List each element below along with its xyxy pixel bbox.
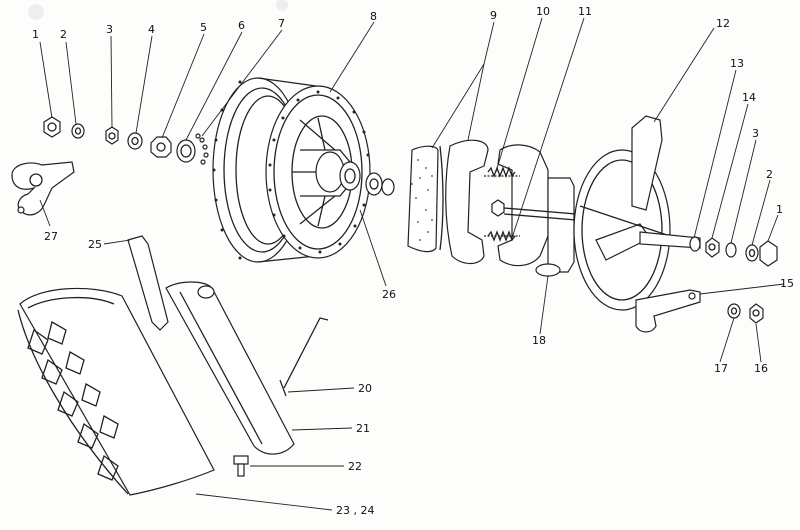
part-ball-bearings-7	[195, 133, 209, 165]
callout-8: 8	[370, 10, 377, 23]
callout-12: 12	[716, 17, 730, 30]
callout-4: 4	[148, 23, 155, 36]
part-bearing-cone-5	[150, 136, 172, 158]
callout-22: 22	[348, 460, 362, 473]
callout-6: 6	[238, 19, 245, 32]
part-washer-3-right	[725, 242, 737, 258]
callout-1-left: 1	[32, 28, 39, 41]
callout-18: 18	[532, 334, 546, 347]
callout-15: 15	[780, 277, 794, 290]
part-nipple-22	[233, 455, 249, 477]
part-cam-18	[503, 177, 601, 277]
callout-1-right: 1	[776, 203, 783, 216]
callout-23-24: 23 , 24	[336, 504, 374, 517]
part-nut-1-right	[759, 240, 778, 267]
part-lever-15	[635, 289, 701, 333]
callout-17: 17	[714, 362, 728, 375]
callout-9: 9	[490, 9, 497, 22]
part-brake-plate-12	[573, 115, 701, 311]
scan-mark	[28, 4, 44, 20]
part-nut-16	[749, 303, 764, 324]
callout-10: 10	[536, 5, 550, 18]
callout-27: 27	[44, 230, 58, 243]
part-nut-1	[43, 116, 61, 138]
callout-2-right: 2	[766, 168, 773, 181]
part-brake-arm-27	[11, 161, 75, 216]
callout-16: 16	[754, 362, 768, 375]
part-spoke-20	[279, 317, 329, 397]
part-washer-17	[727, 303, 741, 319]
callout-2-left: 2	[60, 28, 67, 41]
callout-21: 21	[356, 422, 370, 435]
part-rim-21	[165, 281, 295, 455]
part-bearing-ring-6	[176, 139, 196, 163]
part-tire-23-24	[17, 287, 215, 496]
part-spacer-13	[689, 236, 701, 252]
callout-3-right: 3	[752, 127, 759, 140]
part-spring-10	[487, 166, 516, 178]
part-washer-2-right	[745, 244, 759, 262]
callout-13: 13	[730, 57, 744, 70]
callout-11: 11	[578, 5, 592, 18]
part-spacer-26	[365, 172, 395, 196]
callout-14: 14	[742, 91, 756, 104]
part-spring-11	[487, 230, 516, 242]
scan-mark	[276, 0, 288, 11]
part-cone-4	[127, 132, 143, 150]
callout-7: 7	[278, 17, 285, 30]
leader-lines	[39, 17, 785, 511]
callout-5: 5	[200, 21, 207, 34]
callout-3-left: 3	[106, 23, 113, 36]
callout-25: 25	[88, 238, 102, 251]
callout-20: 20	[358, 382, 372, 395]
part-brake-shoes	[445, 139, 549, 267]
part-nut-14	[705, 237, 720, 258]
part-wheel-hub-8	[212, 77, 371, 263]
part-washer-2	[71, 123, 85, 139]
callout-26: 26	[382, 288, 396, 301]
part-nut-3	[105, 126, 119, 145]
callout-labels: 1 2 3 4 5 6 7 8 9 10 11 12 13 14 3 2 1 1…	[32, 5, 794, 517]
part-rim-tape-25	[127, 235, 169, 331]
part-brake-lining-9	[407, 145, 444, 253]
